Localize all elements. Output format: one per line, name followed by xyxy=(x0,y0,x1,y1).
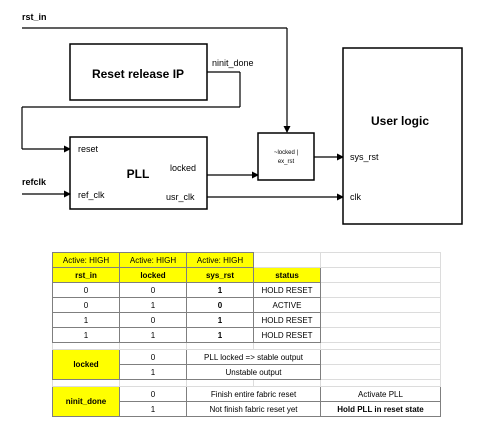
cell-rst-in: 0 xyxy=(52,282,120,298)
pll-block xyxy=(69,136,208,210)
cell-sys-rst: 1 xyxy=(186,312,254,328)
user-logic-port-clk: clk xyxy=(350,192,361,202)
rst-in-label: rst_in xyxy=(22,12,47,22)
user-logic-title: User logic xyxy=(371,114,429,128)
cell-sys-rst: 0 xyxy=(186,297,254,313)
cell-locked: 1 xyxy=(119,297,187,313)
cell-rst-in: 0 xyxy=(52,297,120,313)
cell-locked: 0 xyxy=(119,282,187,298)
active-note-rst-in: Active: HIGH xyxy=(52,252,120,268)
user-logic-block xyxy=(342,47,463,225)
gate-block xyxy=(257,132,315,181)
cell-rst-in: 1 xyxy=(52,312,120,328)
ninit-done-label: ninit_done xyxy=(212,58,254,68)
header-rst-in: rst_in xyxy=(52,267,120,283)
active-note-sys-rst: Active: HIGH xyxy=(186,252,254,268)
cell-sys-rst: 1 xyxy=(186,327,254,343)
truth-table-row: 0 1 0 ACTIVE xyxy=(52,297,441,313)
cell-rst-in: 1 xyxy=(52,327,120,343)
ninit-action: Activate PLL xyxy=(320,386,441,402)
ninit-table-row: 1 Not finish fabric reset yet Hold PLL i… xyxy=(53,401,441,417)
cell-status: ACTIVE xyxy=(253,297,321,313)
cell-locked: 1 xyxy=(119,327,187,343)
active-note-row: Active: HIGH Active: HIGH Active: HIGH xyxy=(52,252,441,268)
gate-label-line1: ~locked | xyxy=(274,150,299,156)
ninit-table-row: ninit_done 0 Finish entire fabric reset … xyxy=(52,386,441,417)
ninit-value: 0 xyxy=(119,386,187,402)
header-sys-rst: sys_rst xyxy=(186,267,254,283)
truth-table-row: 0 0 1 HOLD RESET xyxy=(52,282,441,298)
refclk-label: refclk xyxy=(22,177,47,187)
ninit-table-label: ninit_done xyxy=(52,386,120,417)
cell-status: HOLD RESET xyxy=(253,282,321,298)
cell-sys-rst: 1 xyxy=(186,282,254,298)
pll-port-reset: reset xyxy=(78,144,99,154)
truth-table-header: rst_in locked sys_rst status xyxy=(52,267,441,283)
reset-release-ip-block xyxy=(69,43,208,101)
signal-tables: Active: HIGH Active: HIGH Active: HIGH r… xyxy=(52,252,441,417)
ninit-action: Hold PLL in reset state xyxy=(320,401,441,417)
ninit-description: Finish entire fabric reset xyxy=(186,386,321,402)
truth-table-row: 1 1 1 HOLD RESET xyxy=(52,327,441,343)
locked-table-label: locked xyxy=(52,349,120,380)
truth-table-row: 1 0 1 HOLD RESET xyxy=(52,312,441,328)
pll-port-usr-clk: usr_clk xyxy=(166,192,195,202)
active-note-locked: Active: HIGH xyxy=(119,252,187,268)
cell-status: HOLD RESET xyxy=(253,327,321,343)
block-diagram: rst_in Reset release IP ninit_done PLL r… xyxy=(21,12,463,225)
pll-port-ref-clk: ref_clk xyxy=(78,190,105,200)
locked-description: PLL locked => stable output xyxy=(186,349,321,365)
reset-release-ip-label: Reset release IP xyxy=(92,67,184,81)
pll-port-locked: locked xyxy=(170,163,196,173)
ninit-value: 1 xyxy=(119,401,187,417)
user-logic-port-sys-rst: sys_rst xyxy=(350,152,379,162)
pll-title: PLL xyxy=(127,167,150,181)
locked-table-row: 1 Unstable output xyxy=(53,364,441,380)
cell-status: HOLD RESET xyxy=(253,312,321,328)
ninit-description: Not finish fabric reset yet xyxy=(186,401,321,417)
header-locked: locked xyxy=(119,267,187,283)
locked-value: 0 xyxy=(119,349,187,365)
cell-locked: 0 xyxy=(119,312,187,328)
locked-value: 1 xyxy=(119,364,187,380)
header-status: status xyxy=(253,267,321,283)
gate-label-line2: ex_rst xyxy=(278,159,295,165)
locked-table-row: locked 0 PLL locked => stable output xyxy=(52,349,441,380)
locked-description: Unstable output xyxy=(186,364,321,380)
